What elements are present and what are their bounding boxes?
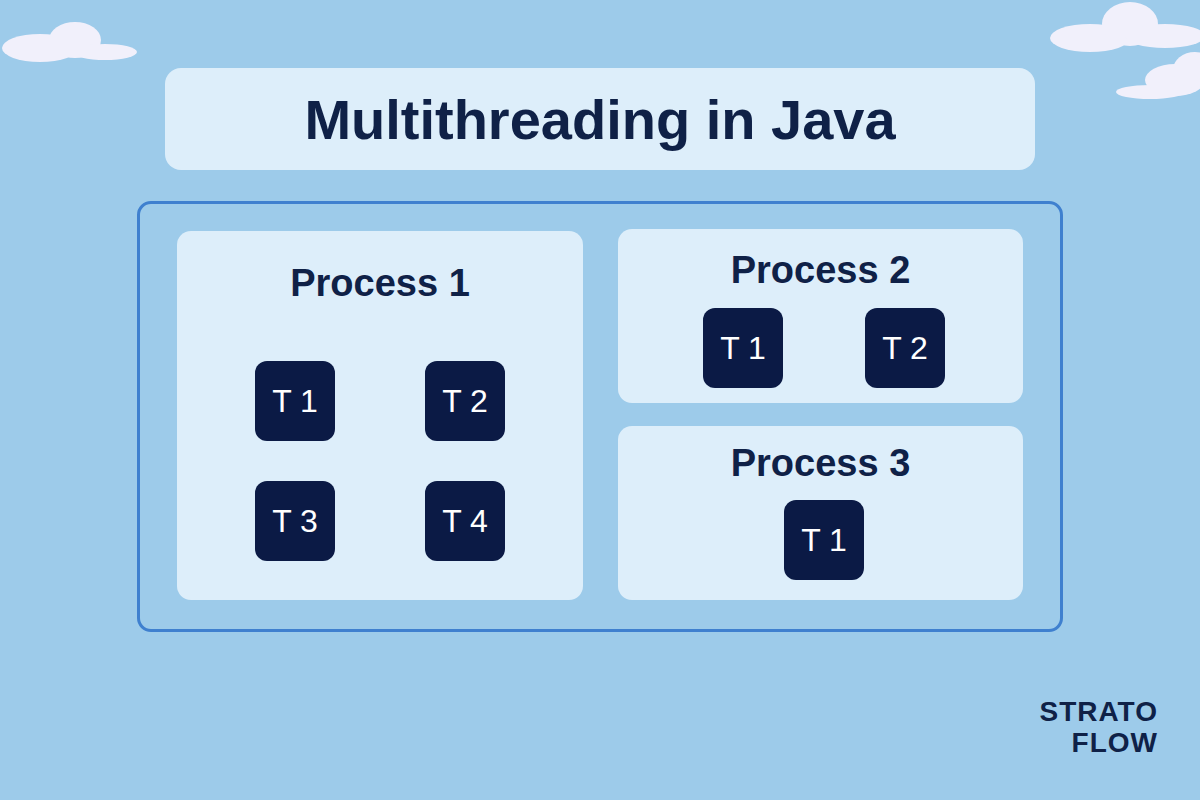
thread-box: T 4 [425,481,505,561]
thread-label: T 2 [442,383,488,420]
thread-label: T 1 [720,330,766,367]
process-heading: Process 2 [618,247,1023,293]
thread-label: T 4 [442,503,488,540]
thread-box: T 2 [865,308,945,388]
process-box: Process 2 T 1 T 2 [618,229,1023,403]
thread-box: T 2 [425,361,505,441]
title-text: Multithreading in Java [304,87,895,152]
logo-text: STRATO [1039,697,1158,727]
process-heading: Process 3 [618,440,1023,486]
thread-label: T 1 [801,522,847,559]
thread-label: T 2 [882,330,928,367]
title-banner: Multithreading in Java [165,68,1035,170]
thread-box: T 3 [255,481,335,561]
thread-label: T 1 [272,383,318,420]
process-heading: Process 1 [177,260,583,306]
logo-text: FLOW [1072,728,1158,758]
process-box: Process 1 T 1 T 2 T 3 T 4 [177,231,583,600]
process-box: Process 3 T 1 [618,426,1023,600]
thread-box: T 1 [784,500,864,580]
thread-box: T 1 [255,361,335,441]
thread-box: T 1 [703,308,783,388]
thread-label: T 3 [272,503,318,540]
